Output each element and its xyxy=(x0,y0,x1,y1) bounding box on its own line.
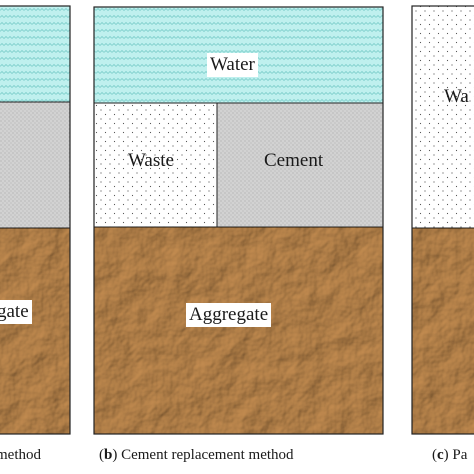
panel-b-water-label: Water xyxy=(207,53,258,77)
panel-a xyxy=(0,5,71,435)
panel-c-caption-letter: c xyxy=(437,447,444,463)
panel-b-caption-open: ( xyxy=(99,447,104,463)
panel-c-caption-open: ( xyxy=(432,447,437,463)
panel-c-frame xyxy=(411,5,474,435)
panel-b xyxy=(93,6,384,435)
panel-c-waste-label: Wa xyxy=(444,86,469,107)
panel-a-caption: method xyxy=(0,447,41,463)
panel-b-caption-text: ) Cement replacement method xyxy=(112,447,294,463)
panel-b-caption: (b) Cement replacement method xyxy=(99,447,294,464)
panel-b-aggregate-layer xyxy=(93,226,384,435)
panel-b-caption-letter: b xyxy=(104,447,113,463)
panel-c-caption-text: ) Pa xyxy=(443,447,468,463)
panel-a-cement-layer xyxy=(0,101,71,229)
panel-b-cement-label: Cement xyxy=(264,150,324,171)
panel-b-aggregate-label: Aggregate xyxy=(186,303,272,327)
panel-c-waste-layer xyxy=(411,5,474,229)
panel-c-caption: (c) Pa xyxy=(432,447,467,464)
panel-c xyxy=(411,5,474,435)
panel-b-frame xyxy=(93,6,384,435)
panel-b-waste-label: Waste xyxy=(128,150,174,171)
panel-a-water-layer xyxy=(0,5,71,103)
panel-a-frame xyxy=(0,5,71,435)
panel-c-aggregate-layer xyxy=(411,227,474,435)
panel-b-cement-layer xyxy=(216,102,384,228)
panel-b-waste-layer xyxy=(93,102,218,228)
panel-a-aggregate-layer xyxy=(0,227,71,435)
panel-a-aggregate-label: gate xyxy=(0,300,32,324)
